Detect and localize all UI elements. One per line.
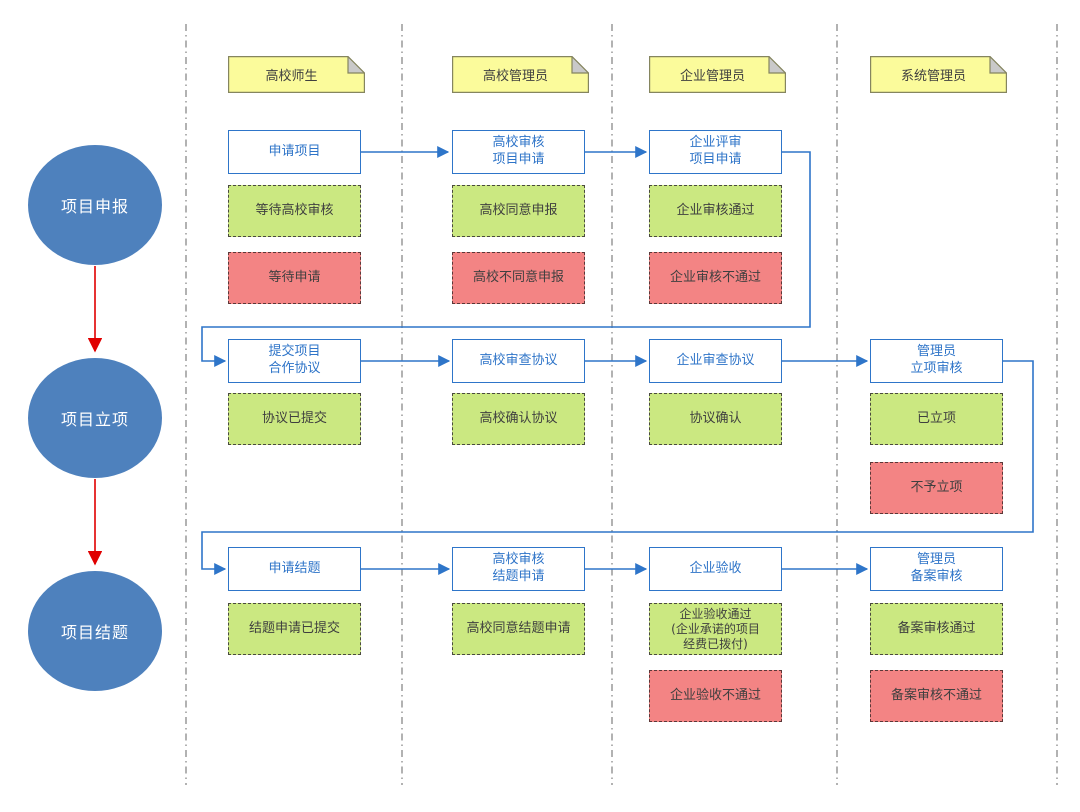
lane-header-system-admin: 系统管理员: [870, 56, 1007, 93]
status-agreement-confirmed: 协议确认: [649, 393, 782, 445]
status-university-rejected-declaration: 高校不同意申报: [452, 252, 585, 304]
status-project-approved: 已立项: [870, 393, 1003, 445]
status-waiting-apply: 等待申请: [228, 252, 361, 304]
phase-label: 项目立项: [60, 410, 129, 429]
lane-header-label: 企业管理员: [679, 69, 745, 84]
arrow-phase1-to-phase2: [201, 151, 811, 367]
flow-arrows: [201, 146, 1034, 575]
lane-header-label: 高校师生: [265, 69, 318, 84]
phase-label: 项目申报: [60, 197, 129, 216]
status-enterprise-review-passed: 企业审核通过: [649, 185, 782, 237]
status-university-approved-declaration: 高校同意申报: [452, 185, 585, 237]
step-university-review-conclusion: 高校审核 结题申请: [452, 547, 585, 591]
step-enterprise-review-agreement: 企业审查协议: [649, 339, 782, 383]
note-shape-icon: [649, 56, 786, 93]
step-admin-approval-review: 管理员 立项审核: [870, 339, 1003, 383]
lane-header-university-staff: 高校师生: [228, 56, 365, 93]
status-university-approved-conclusion: 高校同意结题申请: [452, 603, 585, 655]
arrow-phase2-to-phase3: [201, 360, 1034, 575]
status-agreement-submitted: 协议已提交: [228, 393, 361, 445]
step-apply-project: 申请项目: [228, 130, 361, 174]
lane-header-university-admin: 高校管理员: [452, 56, 589, 93]
status-record-review-passed: 备案审核通过: [870, 603, 1003, 655]
note-shape-icon: [870, 56, 1007, 93]
status-record-review-failed: 备案审核不通过: [870, 670, 1003, 722]
phase-label: 项目结题: [60, 623, 129, 642]
phase-circle-conclusion: 项目结题: [28, 571, 162, 691]
step-apply-conclusion: 申请结题: [228, 547, 361, 591]
status-enterprise-acceptance-passed: 企业验收通过 (企业承诺的项目 经费已拨付): [649, 603, 782, 655]
step-enterprise-acceptance: 企业验收: [649, 547, 782, 591]
lane-header-enterprise-admin: 企业管理员: [649, 56, 786, 93]
phase-circle-approval: 项目立项: [28, 358, 162, 478]
status-university-confirmed-agreement: 高校确认协议: [452, 393, 585, 445]
status-project-not-approved: 不予立项: [870, 462, 1003, 514]
step-enterprise-review-application: 企业评审 项目申请: [649, 130, 782, 174]
phase-circle-declaration: 项目申报: [28, 145, 162, 265]
lane-separators: [185, 24, 1058, 785]
step-admin-record-review: 管理员 备案审核: [870, 547, 1003, 591]
step-submit-cooperation-agreement: 提交项目 合作协议: [228, 339, 361, 383]
step-university-review-agreement: 高校审查协议: [452, 339, 585, 383]
step-university-review-application: 高校审核 项目申请: [452, 130, 585, 174]
status-waiting-university-review: 等待高校审核: [228, 185, 361, 237]
status-enterprise-review-failed: 企业审核不通过: [649, 252, 782, 304]
note-shape-icon: [452, 56, 589, 93]
lane-header-label: 高校管理员: [482, 69, 548, 84]
lane-header-label: 系统管理员: [900, 69, 966, 84]
note-shape-icon: [228, 56, 365, 93]
status-enterprise-acceptance-failed: 企业验收不通过: [649, 670, 782, 722]
status-conclusion-application-submitted: 结题申请已提交: [228, 603, 361, 655]
